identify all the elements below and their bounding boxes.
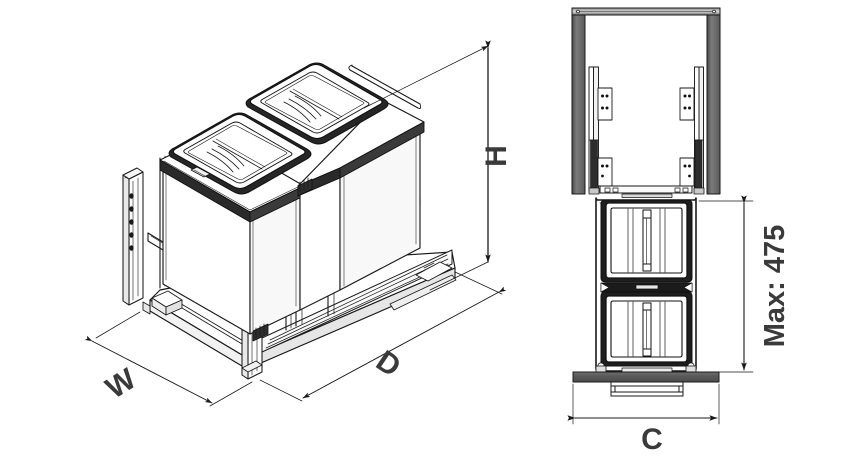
mount-brackets <box>597 87 695 187</box>
dimension-d <box>259 271 507 402</box>
front-section-assembly <box>567 7 754 425</box>
iso-left-post <box>122 167 144 306</box>
dimension-c <box>567 383 720 425</box>
cabinet-wall-left <box>571 7 586 195</box>
iso-lid-right <box>245 62 422 145</box>
dimension-max <box>698 195 754 373</box>
carriage-crossmember <box>599 185 693 198</box>
front-door-panel <box>572 371 720 383</box>
dimension-label-w: W <box>100 362 142 405</box>
dimension-w <box>84 311 253 407</box>
runner-left <box>588 66 600 195</box>
isometric-assembly <box>84 40 507 407</box>
bin-divider <box>600 282 693 293</box>
dimension-label-c: C <box>641 423 663 456</box>
dimension-h <box>363 40 491 291</box>
dimension-label-h: H <box>480 145 513 167</box>
dimension-label-max: Max: 475 <box>759 225 791 348</box>
door-handle <box>610 381 684 397</box>
iso-lid-left <box>168 112 312 195</box>
iso-bin-right <box>297 99 425 311</box>
bin-top <box>600 199 693 283</box>
runner-right <box>693 66 705 195</box>
cabinet-wall-right <box>706 7 721 195</box>
bin-bottom <box>600 291 693 367</box>
iso-bin-divider <box>252 177 313 342</box>
dimension-label-d: D <box>370 344 406 383</box>
